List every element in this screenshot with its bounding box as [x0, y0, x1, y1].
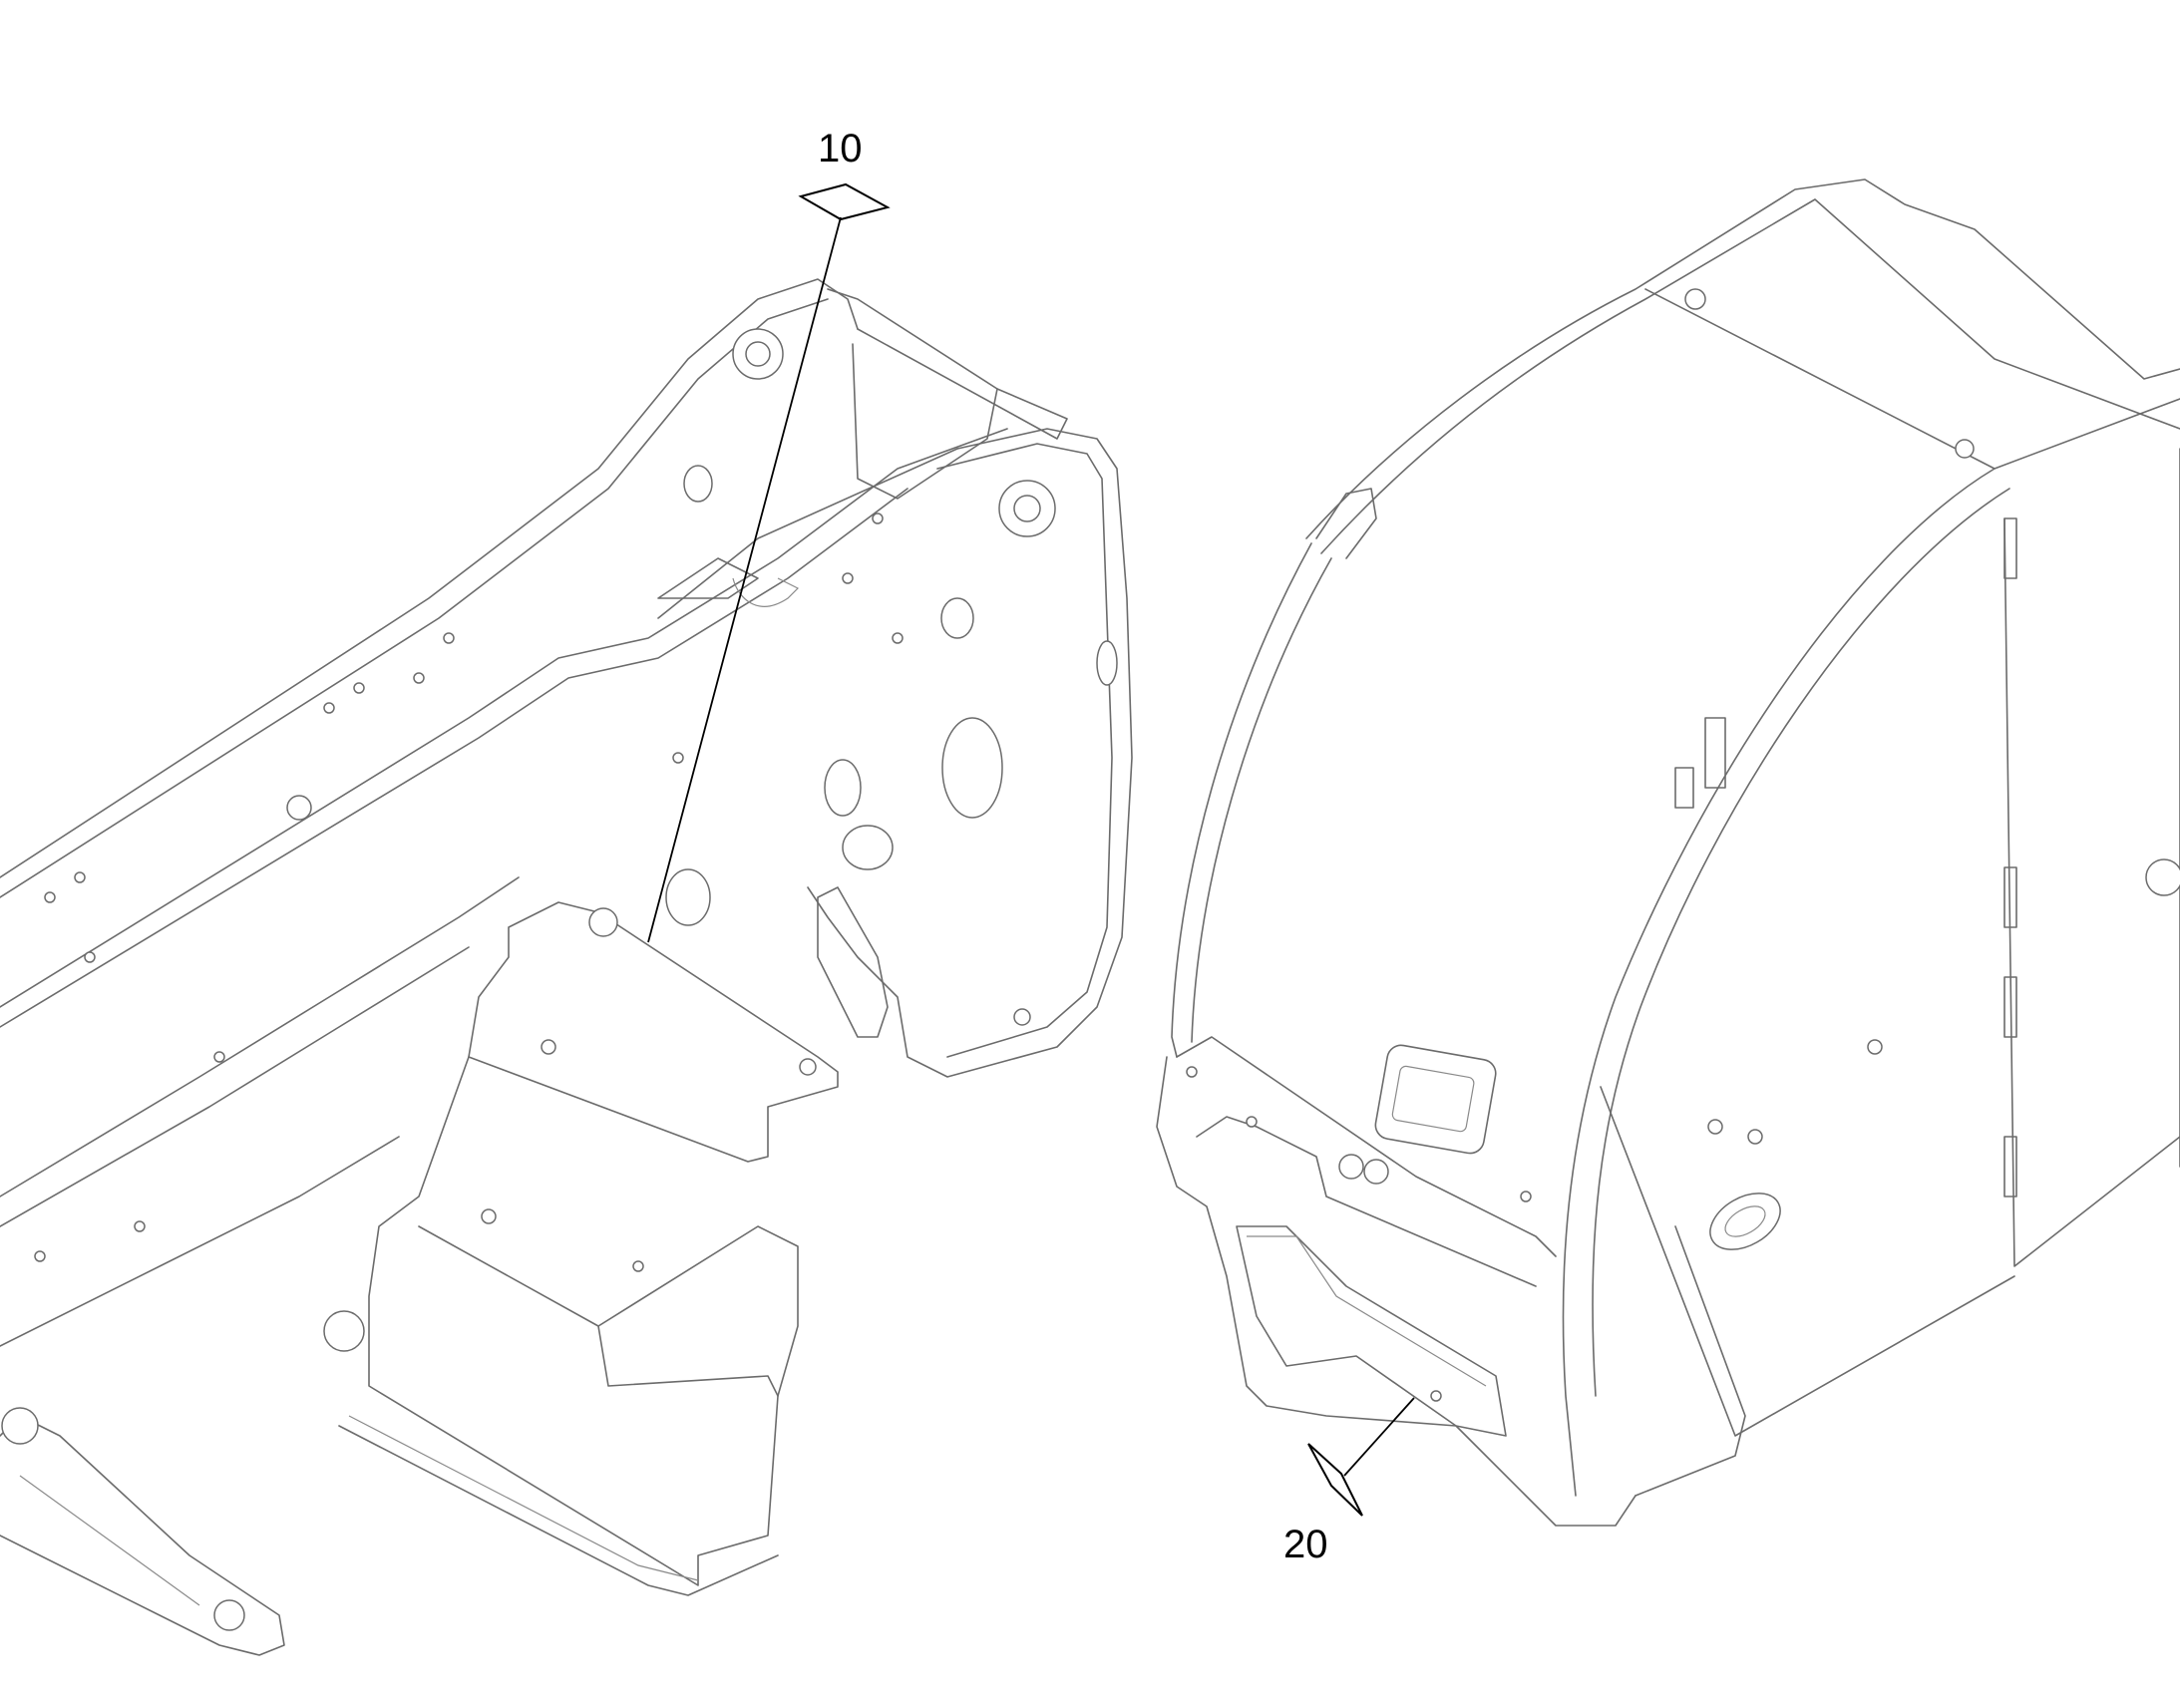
callout-10: 10 — [647, 127, 891, 943]
door-latch — [2145, 858, 2180, 896]
hinge-lower — [1674, 767, 1694, 809]
mast-plate-inner — [852, 343, 998, 500]
callout-label-10: 10 — [818, 127, 863, 171]
cab-lower-door — [1635, 1225, 1746, 1497]
mast-plate-connector — [657, 448, 958, 619]
door-handle — [1709, 1193, 1781, 1250]
mast-plate-front-inner — [936, 443, 1113, 1058]
label-marker-20 — [1307, 1443, 1363, 1517]
cab-front-pillar — [1171, 542, 1312, 1058]
cab-dash-upper — [1176, 1036, 1557, 1257]
fuel-tank-body — [368, 1056, 799, 1586]
cab-roof-inner — [1320, 198, 2180, 554]
cab-dash-lower — [1196, 1116, 1537, 1287]
hinge-upper — [1704, 717, 1726, 789]
frame-rail-upper-inner — [0, 298, 829, 898]
frame-rail-lower-inner — [0, 946, 470, 1227]
cab-front-pillar-inner — [1191, 557, 1332, 1043]
leader-line-20 — [1343, 1397, 1415, 1477]
cab-roof-outline — [1305, 178, 2180, 539]
fuel-tank-top — [468, 901, 839, 1163]
cross-member — [657, 557, 759, 599]
mast-plate-front — [807, 428, 1133, 1078]
frame-rail-middle-inner — [0, 488, 908, 1028]
axle-stub — [0, 1415, 285, 1656]
mast-large-hole — [941, 717, 1003, 819]
cab-step-plate — [1236, 1225, 1507, 1437]
callout-20: 20 — [1283, 1397, 1415, 1566]
frame-rail-upper — [0, 278, 859, 878]
mirror-mount — [1315, 488, 1377, 559]
work-light — [1374, 1044, 1497, 1155]
chassis-frame — [0, 278, 1133, 1656]
cab-base — [1156, 1056, 1636, 1527]
frame-rail-lower — [0, 876, 520, 1197]
leader-line-10 — [647, 216, 842, 943]
operator-cab — [1156, 178, 2180, 1527]
cab-door-arc — [1562, 468, 1996, 1497]
callout-label-20: 20 — [1283, 1523, 1328, 1566]
cab-door-arc-inner — [1592, 488, 2010, 1397]
mast-bracket — [817, 886, 889, 1038]
fuel-tank-base — [338, 1425, 779, 1596]
label-marker-10 — [798, 182, 891, 221]
cab-door-edge — [2003, 517, 2180, 1267]
cab-lower-panel — [1600, 1086, 2015, 1437]
frame-rail-bottom — [0, 1136, 400, 1347]
fuel-tank-step — [597, 1325, 779, 1397]
cab-roof-panel — [1644, 288, 2180, 470]
frame-rail-middle — [0, 428, 1008, 1008]
mast-plate-rear — [827, 288, 1068, 440]
